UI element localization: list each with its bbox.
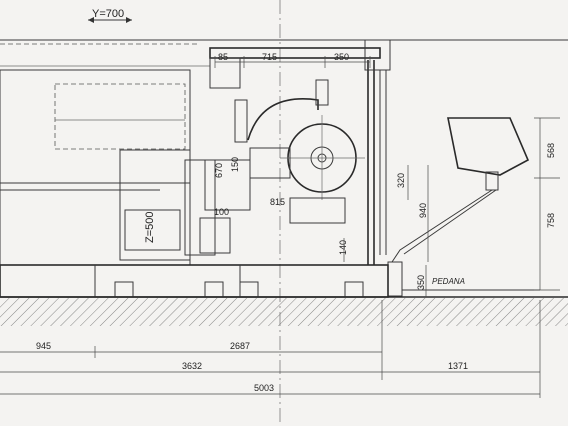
dim-100: 100 [214,207,229,217]
y-travel-label: Y=700 [92,8,124,20]
platform-label: PEDANA [432,277,465,286]
dim-350-top: 350 [334,52,349,62]
dim-815: 815 [270,197,285,207]
dim-350-right: 350 [416,275,426,290]
dim-85: 85 [218,52,228,62]
dim-320: 320 [396,173,406,188]
dim-1371: 1371 [448,361,468,371]
z-travel-label: Z=500 [144,212,156,244]
dim-715: 715 [262,52,277,62]
y-axis-arrow [88,17,132,23]
control-panel [391,117,530,263]
guard-column [364,39,391,265]
ground [0,296,568,326]
dim-568: 568 [546,143,556,158]
bottom-dimensions [0,300,541,398]
top-dimensions [214,56,371,68]
machine-column [0,69,216,266]
machine-base [0,264,389,298]
spindle-head [199,47,381,254]
dim-758: 758 [546,213,556,228]
dim-150: 150 [230,157,240,172]
dim-945: 945 [36,341,51,351]
right-dimensions [534,117,560,291]
dim-940: 940 [418,203,428,218]
dim-3632: 3632 [182,361,202,371]
dim-140: 140 [338,240,348,255]
dim-5003: 5003 [254,383,274,393]
dim-2687: 2687 [230,341,250,351]
dim-670: 670 [214,163,224,178]
